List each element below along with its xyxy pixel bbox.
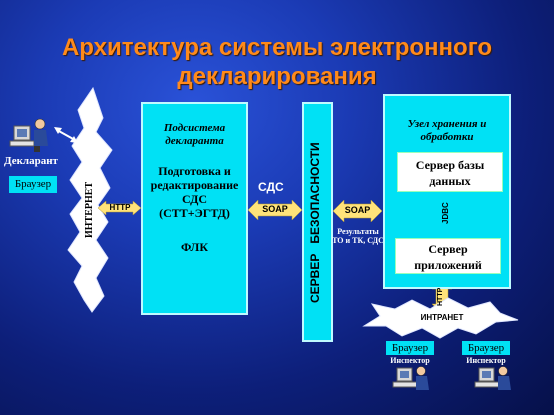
declarant-browser[interactable]: Браузер: [9, 176, 57, 193]
jdbc-label: JDBC: [441, 202, 450, 224]
http-left-label: HTTP: [109, 203, 131, 212]
results-label: Результаты ТО и ТК, СДС: [332, 227, 384, 245]
soap-left-label: SOAP: [262, 204, 288, 214]
subsystem-line3: СДС: [182, 192, 207, 206]
internet-label: ИНТЕРНЕТ: [84, 181, 95, 239]
intranet-burst-shape: [362, 297, 519, 339]
db-server-box: Сервер базы данных: [397, 152, 503, 192]
subsystem-title: Подсистема декларанта: [163, 122, 226, 147]
soap-right-arrow: [332, 199, 383, 223]
soap-right-label: SOAP: [344, 205, 371, 215]
subsystem-line4: (СТТ+ЭГТД): [159, 206, 230, 220]
subsystem-line1: Подготовка и: [158, 164, 231, 178]
http-right-label: HTTP: [437, 287, 444, 307]
storage-title: Узел хранения и обработки: [407, 118, 487, 143]
inspector-label-1: Инспектор: [390, 356, 430, 365]
intranet-label: ИНТРАНЕТ: [420, 313, 464, 322]
declarant-label: Декларант: [4, 155, 58, 167]
internet-burst-shape: [67, 86, 113, 313]
subsystem-flk: ФЛК: [180, 240, 209, 254]
declarant-computer-icon: [9, 118, 48, 152]
declarant-subsystem-panel: Подсистема декларанта Подготовка и редак…: [141, 102, 248, 315]
inspector-label-2: Инспектор: [466, 356, 506, 365]
declarant-link-arrow: [56, 129, 76, 141]
subsystem-line2: редактирование: [150, 178, 239, 192]
inspector-computer-icon-1: [392, 366, 429, 390]
security-server-panel: СЕРВЕР БЕЗОПАСНОСТИ: [302, 102, 333, 342]
inspector-computer-icon-2: [474, 366, 511, 390]
page-title-line2: декларирования: [177, 63, 377, 90]
inspector-browser-1[interactable]: Браузер: [386, 341, 434, 355]
security-server-label: СЕРВЕР БЕЗОПАСНОСТИ: [308, 142, 322, 304]
sds-label: СДС: [258, 180, 284, 194]
app-server-box: Сервер приложений: [395, 238, 501, 274]
inspector-browser-2[interactable]: Браузер: [462, 341, 510, 355]
page-title-line1: Архитектура системы электронного: [61, 34, 493, 61]
